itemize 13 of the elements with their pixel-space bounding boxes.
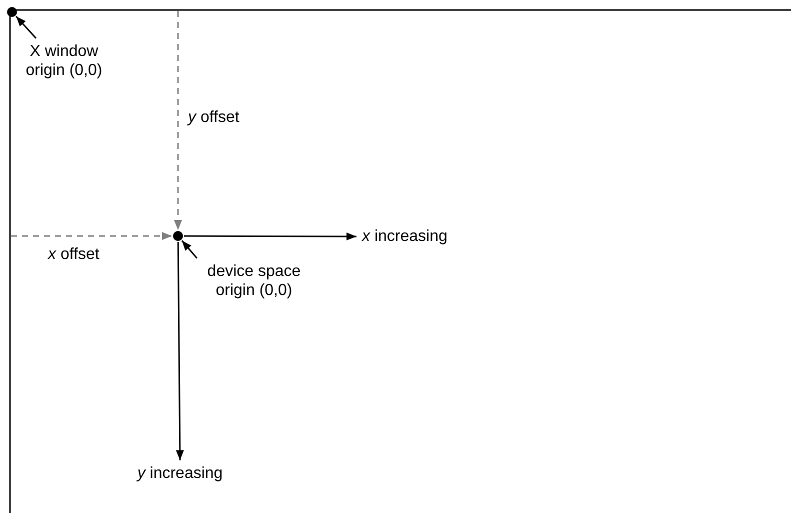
- origin-dot: [7, 7, 17, 17]
- axis-arrow: [184, 232, 356, 240]
- axis-arrow: [176, 242, 184, 460]
- origin-label: device space origin (0,0): [186, 262, 322, 300]
- leader-arrow: [181, 240, 198, 259]
- offset-arrow: [11, 232, 172, 240]
- axis-label: x increasing: [362, 227, 502, 246]
- offset-arrow: [174, 11, 182, 230]
- axis-label: y increasing: [110, 464, 250, 483]
- edge-label: y offset: [186, 108, 242, 127]
- origin-dot: [173, 231, 183, 241]
- origin-label: X window origin (0,0): [14, 42, 114, 80]
- leader-arrow: [16, 16, 37, 39]
